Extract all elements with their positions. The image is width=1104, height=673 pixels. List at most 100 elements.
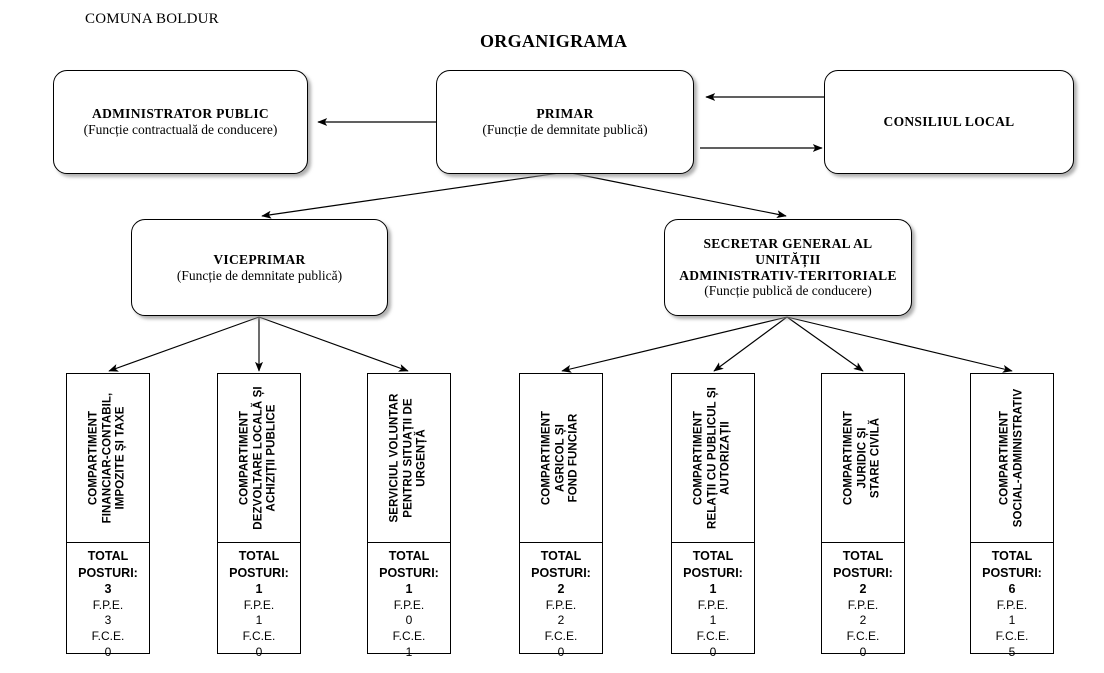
fpe-label: F.P.E.	[697, 597, 729, 612]
divider	[368, 542, 450, 543]
total-label-line2: POSTURI:	[531, 565, 591, 580]
fpe-value: 2	[557, 613, 565, 628]
fpe-value: 2	[859, 613, 867, 628]
fce-label: F.C.E.	[995, 629, 1029, 644]
total-label-line2: POSTURI:	[982, 565, 1042, 580]
page-title: ORGANIGRAMA	[480, 31, 628, 51]
department-name-line: FOND FUNCIAR	[567, 413, 580, 503]
fce-label: F.C.E.	[544, 629, 578, 644]
total-label-line1: TOTAL	[540, 549, 582, 563]
total-label-line1: TOTAL	[87, 549, 129, 563]
total-posturi-value: 2	[859, 582, 867, 596]
department-name-line: COMPARTIMENT	[842, 410, 855, 506]
fpe-value: 0	[405, 613, 413, 628]
total-label-line2: POSTURI:	[229, 565, 289, 580]
department-name-line: SOCIAL-ADMINISTRATIV	[1012, 388, 1024, 528]
divider	[672, 542, 754, 543]
node-title: CONSILIUL LOCAL	[883, 114, 1015, 130]
total-posturi-value: 1	[255, 582, 263, 596]
fpe-value: 3	[104, 613, 112, 628]
department-name-line: IMPOZITE ȘI TAXE	[114, 406, 127, 510]
department-name-line: RELAȚII CU PUBLICUL ȘI	[706, 387, 719, 529]
fpe-label: F.P.E.	[393, 597, 425, 612]
total-label-line1: TOTAL	[991, 549, 1033, 563]
department-name-line: AUTORIZAȚII	[719, 421, 732, 495]
department-name-line: ACHIZIȚII PUBLICE	[265, 404, 278, 512]
node-primar[interactable]: PRIMAR (Funcție de demnitate publică)	[436, 70, 694, 174]
total-label-line1: TOTAL	[842, 549, 884, 563]
total-posturi-value: 3	[104, 582, 112, 596]
link-secretar-dept4	[713, 316, 788, 372]
total-label-line1: TOTAL	[692, 549, 734, 563]
link-secretar-dept3	[561, 316, 788, 373]
total-posturi-value: 6	[1008, 582, 1016, 596]
department-name-line: PENTRU SITUAȚII DE	[402, 398, 415, 518]
fce-value: 0	[709, 644, 717, 659]
link-primar-secretar	[565, 171, 787, 219]
node-title: VICEPRIMAR	[213, 251, 306, 267]
total-posturi-value: 1	[405, 582, 413, 596]
fce-value: 1	[405, 644, 413, 659]
department-name-line: COMPARTIMENT	[540, 410, 553, 506]
total-label-line2: POSTURI:	[833, 565, 893, 580]
fpe-label: F.P.E.	[92, 597, 124, 612]
divider	[218, 542, 300, 543]
department-name-line: STARE CIVILĂ	[869, 417, 882, 499]
node-viceprimar[interactable]: VICEPRIMAR (Funcție de demnitate publică…	[131, 219, 388, 316]
node-secretar-general[interactable]: SECRETAR GENERAL AL UNITĂȚII ADMINISTRAT…	[664, 219, 912, 316]
department-name-line: SERVICIUL VOLUNTAR	[388, 393, 401, 523]
divider	[822, 542, 904, 543]
link-primar-viceprimar	[261, 171, 567, 219]
node-subtitle: (Funcție publică de conducere)	[704, 283, 872, 299]
department-name-line: DEZVOLTARE LOCALĂ ȘI	[252, 386, 265, 530]
department-name-line: COMPARTIMENT	[998, 410, 1011, 506]
department-name-line: JURIDIC ȘI	[856, 427, 869, 489]
department-name-line: COMPARTIMENT	[87, 410, 100, 506]
fpe-label: F.P.E.	[545, 597, 577, 612]
node-administrator-public[interactable]: ADMINISTRATOR PUBLIC (Funcție contractua…	[53, 70, 308, 174]
fpe-label: F.P.E.	[847, 597, 879, 612]
department-name-line: FINANCIAR-CONTABIL,	[101, 392, 114, 524]
link-secretar-dept5	[786, 316, 864, 372]
fce-label: F.C.E.	[242, 629, 276, 644]
fpe-label: F.P.E.	[996, 597, 1028, 612]
node-consiliul-local[interactable]: CONSILIUL LOCAL	[824, 70, 1074, 174]
department-name-line: AGRICOL ȘI	[554, 424, 567, 492]
fce-label: F.C.E.	[696, 629, 730, 644]
fce-value: 0	[859, 644, 867, 659]
node-title-line2: ADMINISTRATIV-TERITORIALE	[679, 267, 897, 283]
total-label-line1: TOTAL	[238, 549, 280, 563]
fce-value: 0	[557, 644, 565, 659]
total-label-line1: TOTAL	[388, 549, 430, 563]
department-name-line: URGENȚĂ	[415, 429, 428, 487]
fce-value: 0	[104, 644, 112, 659]
total-label-line2: POSTURI:	[379, 565, 439, 580]
node-title-line1: SECRETAR GENERAL AL UNITĂȚII	[703, 235, 873, 267]
fpe-label: F.P.E.	[243, 597, 275, 612]
node-subtitle: (Funcție de demnitate publică)	[176, 267, 343, 283]
